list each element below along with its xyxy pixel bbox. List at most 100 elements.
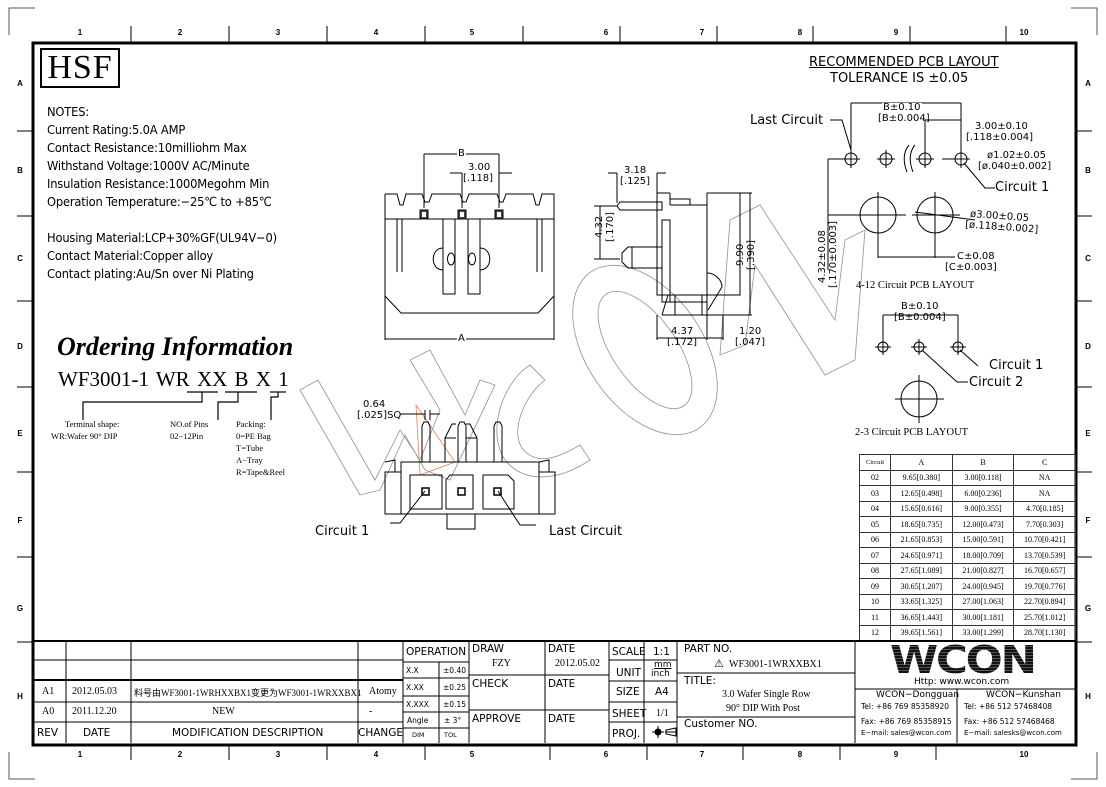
revision-warning-icon: ⚠ [714, 658, 724, 670]
sheet-label: SHEET [612, 708, 647, 720]
table-cell: 21.00[0.827] [951, 562, 1015, 579]
table-cell: 09 [859, 578, 891, 595]
front-dim-a: A [457, 333, 466, 344]
pcb-dim-hole-in: [ø.040±0.002] [978, 161, 1052, 172]
note-line: Withstand Voltage:1000V AC/Minute [47, 158, 250, 173]
tol-dim: X.XX [406, 683, 424, 692]
ruler-row-label: F [17, 516, 23, 525]
table-cell: 07 [859, 547, 891, 564]
front-dim-b: B [457, 148, 466, 159]
ordering-leaders [82, 391, 286, 420]
side-dim-top: 3.18 [624, 165, 647, 176]
tol-value: ±0.25 [443, 683, 466, 692]
dongguan-email[interactable]: E−mail: sales@wcon.com [861, 729, 952, 737]
table-cell: 03 [859, 485, 891, 502]
kunshan-email[interactable]: E−mail: salesks@wcon.com [964, 729, 1062, 737]
website-link[interactable]: Http: www.wcon.com [914, 677, 1010, 687]
table-cell: 15.00[0.591] [951, 531, 1015, 548]
table-cell: 27.65[1.089] [890, 562, 953, 579]
tol-value: ±0.15 [443, 700, 466, 709]
title-line2: 90° DIP With Post [726, 703, 800, 714]
ruler-row-label: G [1084, 604, 1092, 613]
table-cell: 12 [859, 624, 891, 641]
pcb-caption-2-3: 2-3 Circuit PCB LAYOUT [855, 427, 969, 438]
approve-date-label: DATE [548, 713, 576, 725]
table-header: C [1013, 454, 1076, 471]
table-cell: 04 [859, 500, 891, 517]
table-cell: 16.70[0.657] [1013, 562, 1076, 579]
ruler-row-label: E [1085, 429, 1091, 438]
check-label: CHECK [472, 678, 509, 690]
note-line: Current Rating:5.0A AMP [47, 122, 186, 137]
ruler-col-label: 5 [469, 750, 475, 759]
material-line: Contact Material:Copper alloy [47, 248, 214, 263]
note-line: Operation Temperature:−25℃ to +85℃ [47, 194, 272, 209]
table-cell: 15.65[0.616] [890, 500, 953, 517]
bottom-dim-sq: 0.64 [363, 399, 386, 410]
ruler-col-label: 2 [177, 28, 183, 37]
packing-label: Packing: [236, 419, 266, 429]
size-value: A4 [655, 686, 669, 698]
kunshan-name: WCON−Kunshan [986, 690, 1062, 700]
pcb-dim-pitch-in: [.118±0.004] [966, 132, 1034, 143]
dongguan-name: WCON−Dongguan [876, 690, 960, 700]
rev-header: REV [37, 727, 59, 739]
pcb-layout-4-12-drawing [827, 102, 995, 270]
front-dim-pitch: 3.00 [468, 162, 491, 173]
pcb-dim-v: 4.32±0.08 [817, 230, 828, 283]
pcb-layout-2-3-drawing [875, 314, 979, 423]
wcon-watermark [299, 204, 866, 496]
ruler-col-label: 9 [893, 28, 899, 37]
ruler-row-label: C [1085, 254, 1091, 263]
table-header: A [890, 454, 953, 471]
pcb-last-circuit-label: Last Circuit [750, 113, 824, 128]
customer-no-label: Customer NO. [684, 718, 758, 730]
date-cell: 2011.12.20 [72, 706, 117, 717]
note-line: Insulation Resistance:1000Megohm Min [47, 176, 270, 191]
ordering-title: Ordering Information [57, 332, 294, 361]
pcb-small-dim-b: B±0.10 [900, 301, 940, 312]
pcb-caption-4-12: 4-12 Circuit PCB LAYOUT [856, 280, 975, 291]
hsf-logo: HSF [40, 48, 120, 88]
table-header: Circuit [859, 454, 891, 471]
date-header: DATE [83, 727, 111, 739]
table-cell: 24.65[0.971] [890, 547, 953, 564]
scale-value: 1:1 [653, 646, 670, 658]
change-cell: Atomy [369, 686, 397, 697]
bottom-last-circuit-label: Last Circuit [549, 524, 623, 539]
ruler-row-label: D [1085, 342, 1091, 351]
table-cell: 11 [859, 609, 891, 626]
pcb-dim-v-in: [.170±0.003] [828, 220, 839, 288]
table-cell: 4.70[0.185] [1013, 500, 1076, 517]
terminal-shape-label: Terminal shape: [65, 419, 120, 429]
date-label: DATE [548, 643, 576, 655]
ruler-col-label: 7 [699, 750, 705, 759]
table-header: B [951, 454, 1015, 471]
tol-value: ±0.40 [443, 666, 466, 675]
table-cell: 6.00[0.236] [951, 485, 1015, 502]
scale-label: SCALE [612, 646, 646, 658]
pins-value: 02−12Pin [170, 431, 204, 441]
material-line: Contact plating:Au/Sn over Ni Plating [47, 266, 254, 281]
kunshan-fax: Fax: +86 512 57468468 [964, 717, 1055, 726]
desc-cell: NEW [212, 706, 235, 717]
ruler-row-label: A [1085, 79, 1091, 88]
table-cell: 30.65[1.207] [890, 578, 953, 595]
table-cell: 02 [859, 469, 891, 486]
table-cell: NA [1013, 469, 1076, 486]
ruler-col-label: 1 [77, 750, 83, 759]
table-cell: 7.70[0.303] [1013, 516, 1076, 533]
ruler-col-label: 3 [275, 28, 281, 37]
pcb-small-dim-b-in: [B±0.004] [894, 312, 946, 323]
table-cell: 9.00[0.355] [951, 500, 1015, 517]
ruler-col-label: 4 [373, 28, 379, 37]
draw-value: FZY [492, 658, 511, 669]
check-date-label: DATE [548, 678, 576, 690]
